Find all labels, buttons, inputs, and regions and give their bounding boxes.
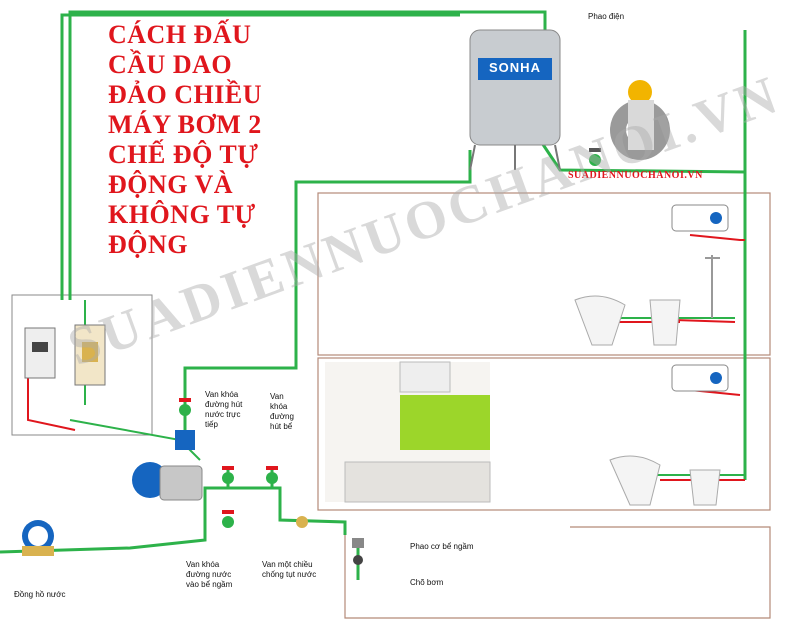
label-cho-bom: Chõ bơm: [410, 578, 444, 587]
toilet-icon: [689, 469, 721, 506]
toilet-icon: [649, 299, 681, 346]
shower-icon: [705, 255, 720, 318]
washbasin-icon: [609, 455, 661, 506]
page-title: CÁCH ĐẤU CẦU DAO ĐẢO CHIỀU MÁY BƠM 2 CHẾ…: [108, 20, 263, 259]
label-phao-dien: Phao điện: [588, 12, 625, 21]
valve-icon: [222, 510, 234, 528]
water-meter-icon: [22, 520, 54, 556]
watermark-small: SUADIENNUOCHANOI.VN: [568, 170, 703, 181]
changeover-switch-icon: [74, 324, 106, 386]
label-phao-co-be-ngam: Phao cơ bể ngầm: [410, 542, 474, 551]
valve-icon: [222, 466, 234, 484]
washbasin-icon: [574, 295, 626, 346]
circuit-breaker-icon: [24, 327, 56, 379]
label-van-hut-truc-tiep: Van khóa đường hút nước trực tiếp: [205, 390, 243, 429]
water-heater-icon: [671, 364, 729, 392]
underground-tank: [344, 526, 771, 619]
valve-icon: [296, 516, 308, 528]
tank-brand-label: SONHA: [489, 60, 541, 75]
float-valve-icon: [352, 538, 364, 565]
kitchen-icon: [325, 361, 491, 503]
pump-icon: [132, 430, 203, 501]
electrical-cabinet: [11, 294, 153, 436]
label-van-vao-be-ngam: Van khóa đường nước vào bể ngầm: [186, 560, 233, 589]
label-van-hut-be: Van khóa đường hút bể: [270, 392, 294, 431]
water-tank-icon: [469, 29, 561, 171]
worker-gear-icon: [610, 80, 670, 160]
upper-floor-room: [317, 192, 771, 356]
label-van-mot-chieu: Van một chiều chống tụt nước: [262, 560, 317, 579]
valve-icon: [266, 466, 278, 484]
label-dong-ho-nuoc: Đồng hồ nước: [14, 590, 66, 599]
water-heater-icon: [671, 204, 729, 232]
valve-icon: [589, 148, 601, 166]
valve-icon: [179, 398, 191, 416]
lower-floor-room: [317, 357, 771, 511]
water-pipes: [0, 10, 747, 580]
